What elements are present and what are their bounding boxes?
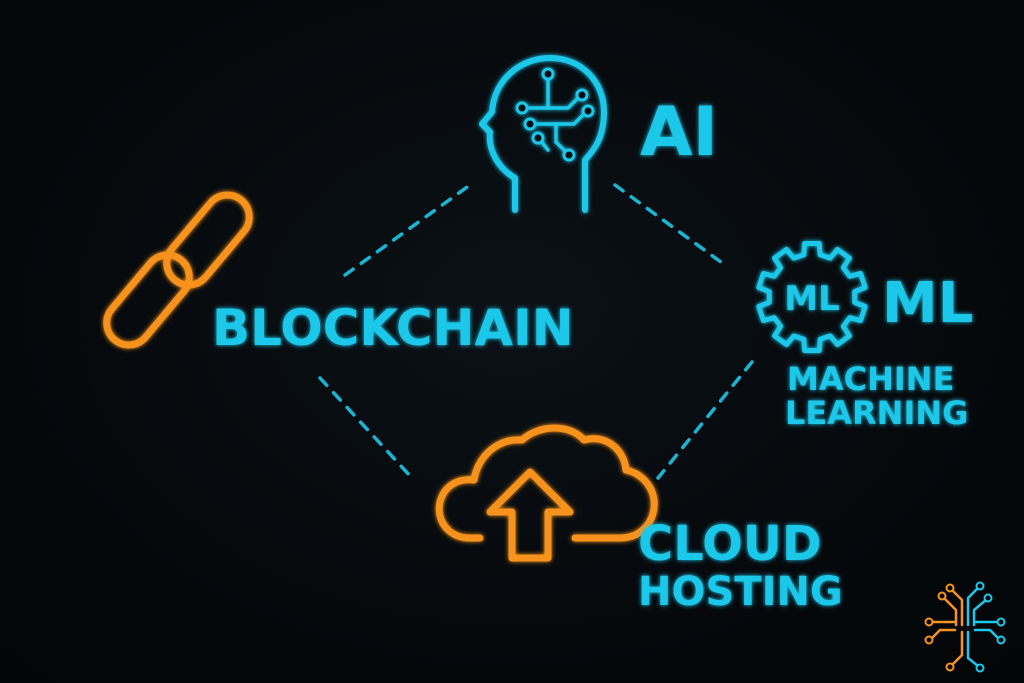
ml-label: ML <box>882 271 973 336</box>
gear-icon-text: ML <box>784 279 840 319</box>
blockchain-label: BLOCKCHAIN <box>212 299 574 357</box>
connector-blockchain-ai <box>343 183 472 277</box>
cloud-label-line2: HOSTING <box>638 569 843 615</box>
cloud-upload-icon <box>435 424 658 562</box>
gear-icon: ML <box>756 241 868 353</box>
ml-sub-line1: MACHINE <box>787 360 954 398</box>
cloud-label-line1: CLOUD <box>638 516 822 572</box>
ml-sub-line2: LEARNING <box>785 394 968 432</box>
circuit-logo-icon <box>924 581 1006 673</box>
connector-blockchain-cloud <box>318 376 414 480</box>
brain-head-icon <box>479 55 607 213</box>
ai-label: AI <box>640 93 718 172</box>
connector-ai-ml <box>613 183 727 267</box>
connector-ml-cloud <box>656 360 754 480</box>
chain-link-icon <box>103 191 253 349</box>
